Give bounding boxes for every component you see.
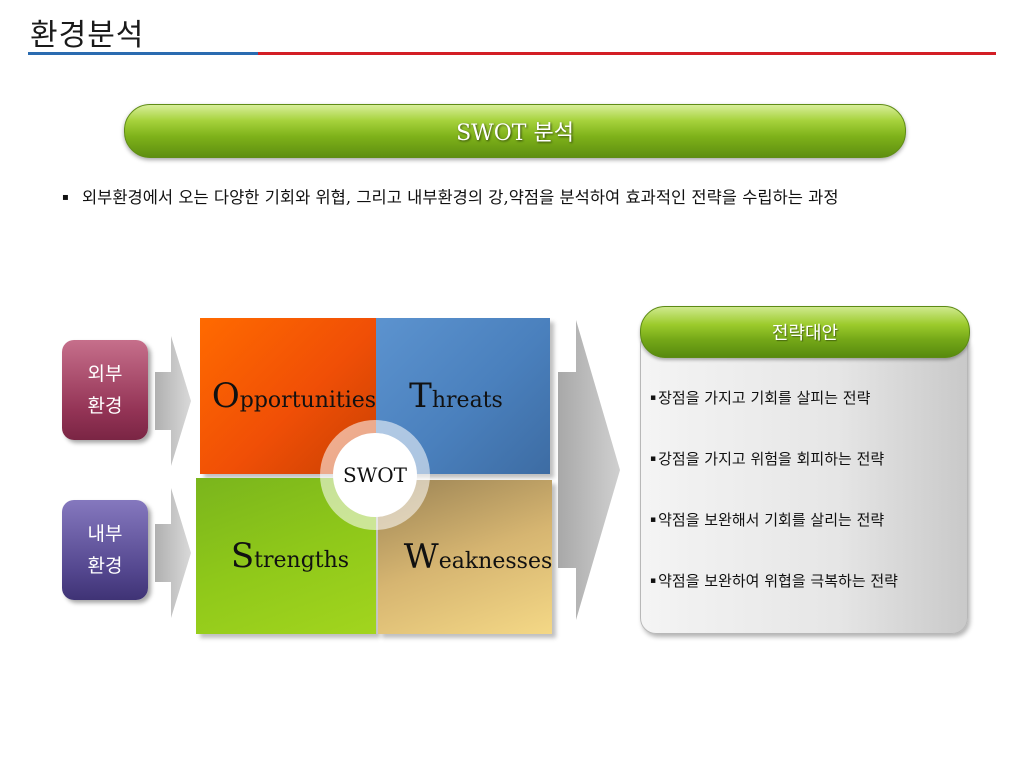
square-bullet-icon: ▪ <box>650 454 657 464</box>
strategy-panel <box>640 330 968 634</box>
strategy-item-text: 약점을 보완해서 기회를 살리는 전략 <box>658 511 885 529</box>
opportunities-rest: pportunities <box>239 388 377 413</box>
square-bullet-icon: ▪ <box>650 393 657 403</box>
external-label-line1: 외부 <box>87 363 123 385</box>
strengths-initial: S <box>230 536 255 576</box>
description: ▪ 외부환경에서 오는 다양한 기회와 위협, 그리고 내부환경의 강,약점을 … <box>62 184 962 211</box>
strategy-list: ▪ 장점을 가지고 기회를 살피는 전략 ▪ 강점을 가지고 위험을 회피하는 … <box>650 388 966 632</box>
list-item: ▪ 장점을 가지고 기회를 살피는 전략 <box>650 388 966 449</box>
swot-center-label: SWOT <box>333 433 417 517</box>
external-label-line2: 환경 <box>87 395 123 417</box>
list-item: ▪ 강점을 가지고 위험을 회피하는 전략 <box>650 449 966 510</box>
list-item: ▪ 약점을 보완해서 기회를 살리는 전략 <box>650 510 966 571</box>
internal-environment-box: 내부 환경 <box>62 500 148 600</box>
chevron-arrow-right-icon <box>155 336 191 466</box>
weaknesses-initial: W <box>403 537 439 577</box>
external-environment-box: 외부 환경 <box>62 340 148 440</box>
internal-label-line2: 환경 <box>87 555 123 577</box>
opportunities-block: Opportunities <box>200 318 376 474</box>
square-bullet-icon: ▪ <box>650 576 657 586</box>
square-bullet-icon: ▪ <box>650 515 657 525</box>
page-title: 환경분석 <box>30 18 145 53</box>
threats-rest: hreats <box>431 388 503 413</box>
strategy-item-text: 강점을 가지고 위험을 회피하는 전략 <box>658 450 885 468</box>
weaknesses-rest: eaknesses <box>438 549 553 574</box>
swot-center-ring: SWOT <box>320 420 430 530</box>
chevron-arrow-right-icon <box>155 488 191 618</box>
list-item: ▪ 약점을 보완하여 위협을 극복하는 전략 <box>650 571 966 632</box>
strategy-panel-header: 전략대안 <box>640 306 970 358</box>
threats-initial: T <box>409 376 432 416</box>
strengths-rest: trengths <box>254 548 350 573</box>
square-bullet-icon: ▪ <box>62 192 69 203</box>
strategy-item-text: 약점을 보완하여 위협을 극복하는 전략 <box>658 572 898 590</box>
title-rule-blue <box>28 52 258 55</box>
swot-banner: SWOT 분석 <box>124 104 906 158</box>
strategy-item-text: 장점을 가지고 기회를 살피는 전략 <box>658 389 871 407</box>
swot-banner-title: SWOT 분석 <box>456 121 574 146</box>
opportunities-initial: O <box>211 376 240 416</box>
title-rule-red <box>258 52 996 55</box>
description-text: 외부환경에서 오는 다양한 기회와 위협, 그리고 내부환경의 강,약점을 분석… <box>82 188 839 207</box>
strategy-panel-title: 전략대안 <box>771 323 839 344</box>
large-arrow-right-icon <box>558 320 620 620</box>
internal-label-line1: 내부 <box>87 523 123 545</box>
